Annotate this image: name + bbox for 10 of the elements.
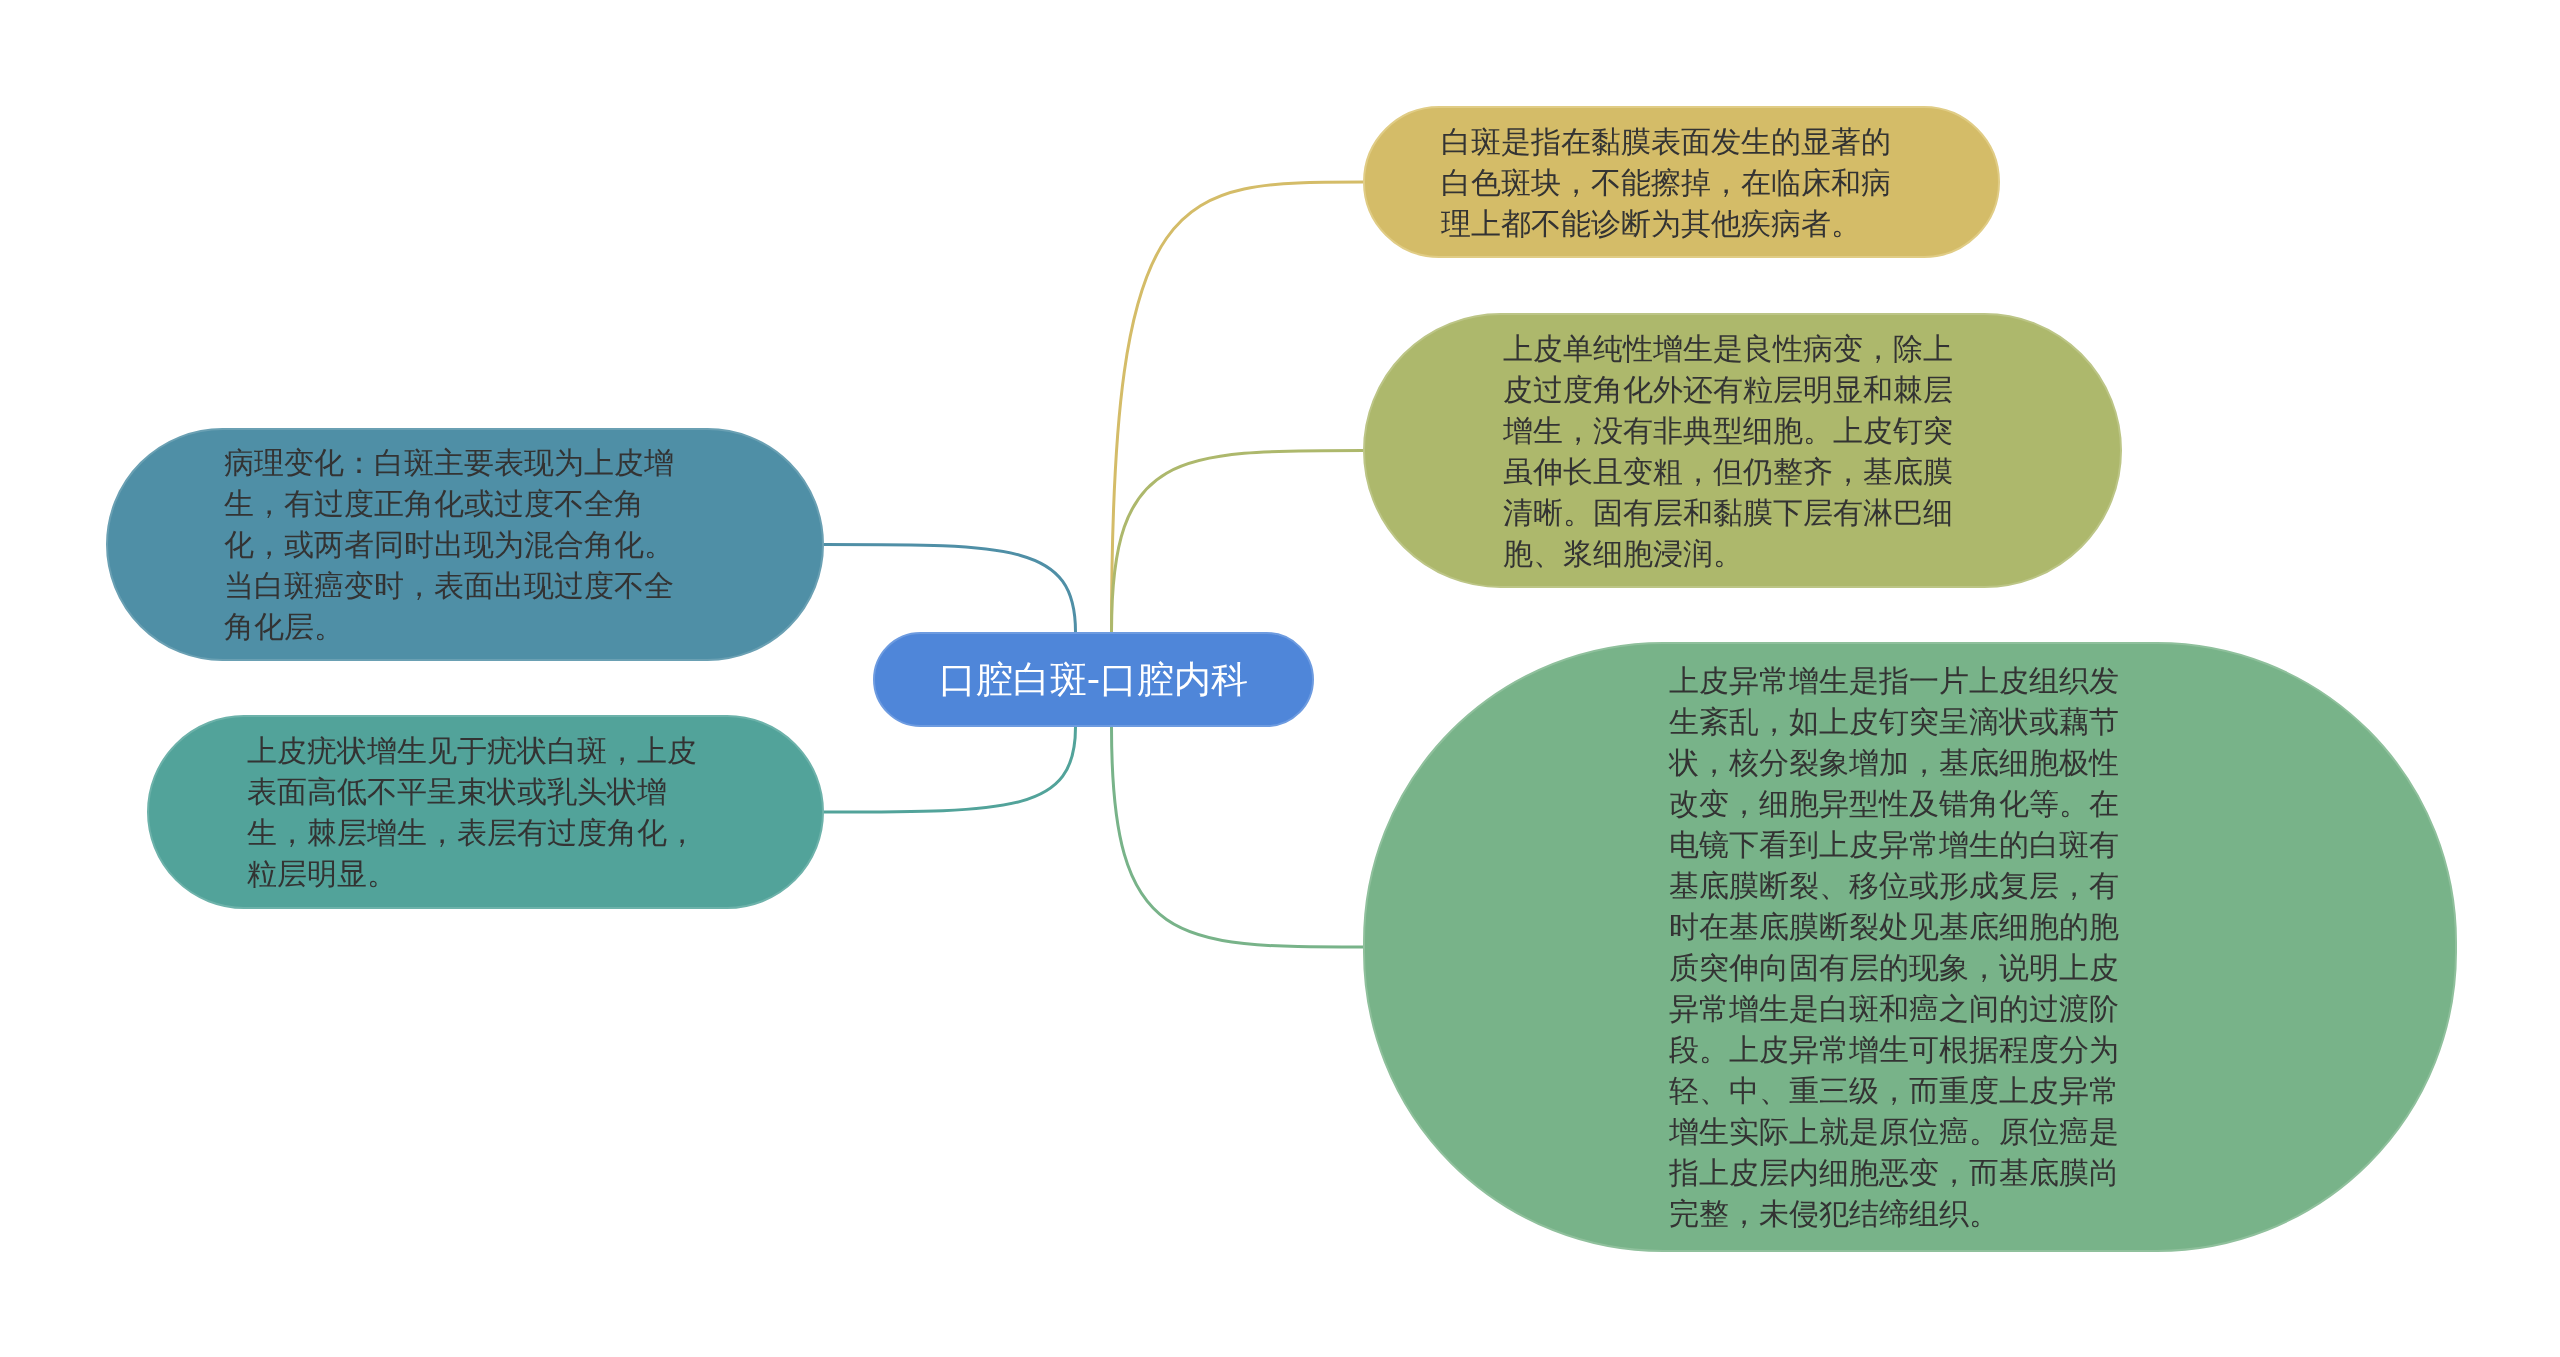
topic-title: 口腔白斑-口腔内科 (938, 656, 1249, 703)
connector (824, 726, 1077, 814)
topic-text: 白斑是指在黏膜表面发生的显著的白色斑块，不能擦掉，在临床和病理上都不能诊断为其他疾病者。 (1441, 122, 1892, 243)
topic-text: 病理变化：白斑主要表现为上皮增生，有过度正角化或过度不全角化，或两者同时出现为混合角化。当白斑癌变时，表面出现过度不全角化层。 (224, 444, 675, 646)
topic-text: 上皮疣状增生见于疣状白斑，上皮表面高低不平呈束状或乳头状增生，棘层增生，表层有过度角化，粒层明显。 (247, 732, 698, 893)
connector (824, 543, 1077, 633)
connector (1110, 726, 1363, 949)
topic-text: 上皮单纯性增生是良性病变，除上皮过度角化外还有粒层明显和棘层增生，没有非典型细胞。上皮钉突虽伸长且变粗，但仍整齐，基底膜清晰。固有层和黏膜下层有淋巴细胞、浆细胞浸润。 (1503, 329, 1954, 573)
connector (1110, 449, 1363, 633)
topic-text: 上皮异常增生是指一片上皮组织发生紊乱，如上皮钉突呈滴状或藕节状，核分裂象增加，基底细胞极性改变，细胞异型性及错角化等。在电镜下看到上皮异常增生的白斑有基底膜断裂、移位或形成复层，有时在基底膜断裂处见基底细胞的胞质突伸向固有层的现象，说明上皮异常增生是白斑和癌之间的过渡阶段。上皮异常增生可根据程度分为轻、中、重三级，而重度上皮异常增生实际上就是原位癌。原位癌是指上皮层内细胞恶变，而基底膜尚完整，未侵犯结缔组织。 (1669, 662, 2120, 1233)
